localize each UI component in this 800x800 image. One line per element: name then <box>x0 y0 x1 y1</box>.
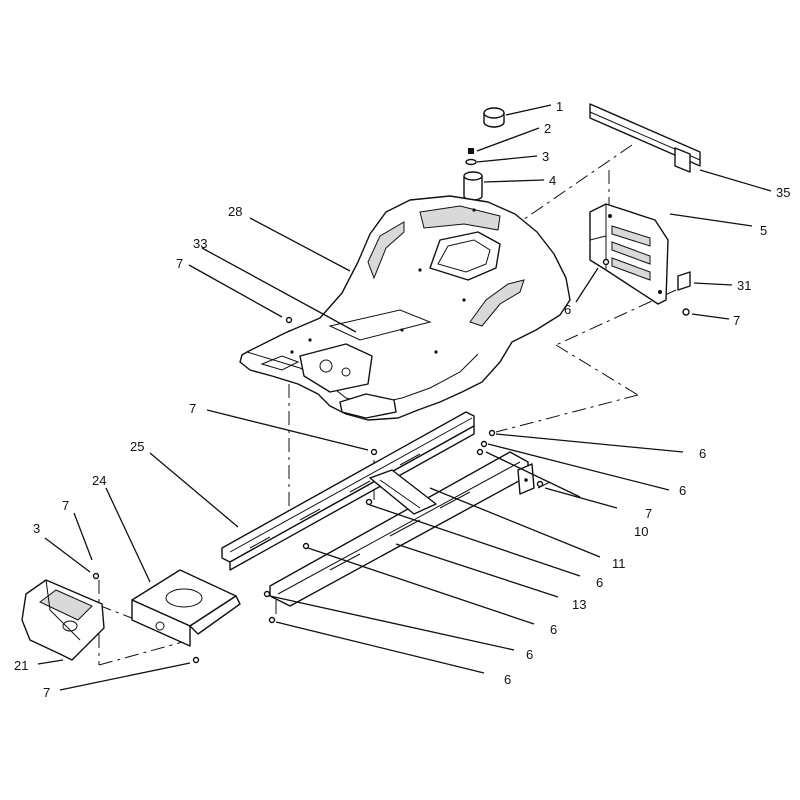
callout-6-mid-a: 6 <box>596 575 603 590</box>
callout-35: 35 <box>776 185 790 200</box>
callout-7-bracket: 7 <box>645 506 652 521</box>
callout-7-rail: 7 <box>189 401 196 416</box>
callout-1: 1 <box>556 99 563 114</box>
part-28-body <box>239 195 571 421</box>
callout-5: 5 <box>760 223 767 238</box>
callout-31: 31 <box>737 278 751 293</box>
part-31-decal <box>677 271 691 291</box>
callout-7-body: 7 <box>176 256 183 271</box>
part-7-bolt-right-plate <box>682 308 690 316</box>
callout-21: 21 <box>14 658 28 673</box>
callout-6-bottom: 6 <box>504 672 511 687</box>
callout-33: 33 <box>193 236 207 251</box>
callout-24: 24 <box>92 473 106 488</box>
part-25-left-rail <box>221 411 475 571</box>
callout-3-left: 3 <box>33 521 40 536</box>
callout-3: 3 <box>542 149 549 164</box>
part-3-washer-top <box>465 158 477 166</box>
callout-7-bottom: 7 <box>43 685 50 700</box>
callout-7-plate: 7 <box>733 313 740 328</box>
part-2-screw <box>468 148 474 154</box>
part-11-crossmember <box>369 469 437 515</box>
callout-6-right-a: 6 <box>699 446 706 461</box>
callout-7-left: 7 <box>62 498 69 513</box>
part-4-sleeve <box>463 171 483 201</box>
callout-4: 4 <box>549 173 556 188</box>
part-10-bracket <box>517 463 551 495</box>
callout-13: 13 <box>572 597 586 612</box>
leader-lines <box>37 104 772 691</box>
callout-28: 28 <box>228 204 242 219</box>
part-24-front-plate <box>131 569 241 647</box>
part-21-bracket <box>21 579 105 661</box>
callout-6-mid-b: 6 <box>550 622 557 637</box>
callout-6-plate: 6 <box>564 302 571 317</box>
callout-6-right-b: 6 <box>679 483 686 498</box>
fasteners <box>92 258 610 664</box>
callout-6-mid-c: 6 <box>526 647 533 662</box>
callout-11: 11 <box>612 556 626 571</box>
part-5-plate <box>589 203 669 305</box>
callout-25: 25 <box>130 439 144 454</box>
callout-10: 10 <box>634 524 648 539</box>
callout-labels: 1 2 3 4 35 28 5 33 7 31 6 7 7 25 6 6 24 … <box>14 99 790 700</box>
callout-2: 2 <box>544 121 551 136</box>
part-1-knob <box>483 107 505 128</box>
part-35-bar <box>589 103 701 173</box>
